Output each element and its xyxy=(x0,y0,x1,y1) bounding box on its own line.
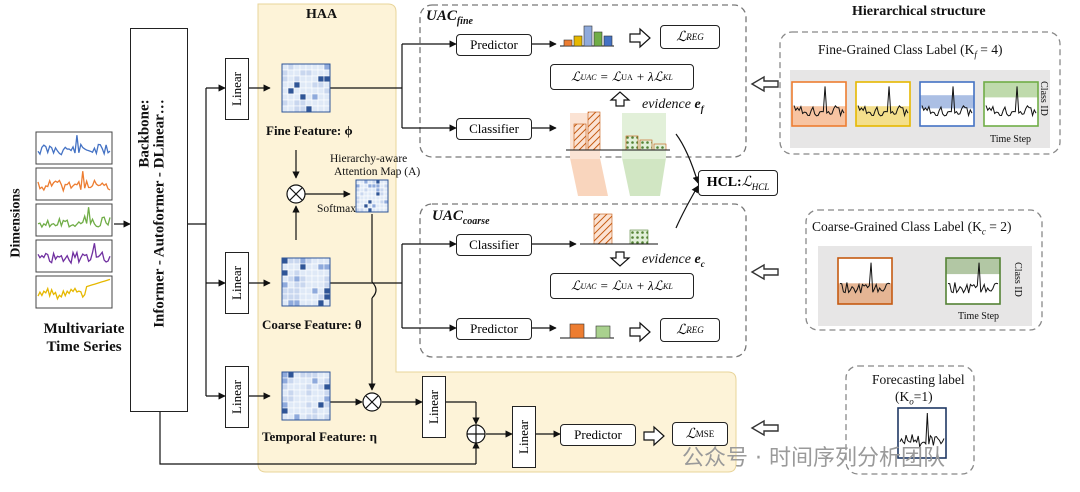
forecast-label-hollow-arrow xyxy=(750,419,779,437)
fine-to-hcl-arrow xyxy=(675,133,700,184)
input-series-3 xyxy=(35,203,113,237)
coarse-evidence-bar-1 xyxy=(593,213,613,245)
fine-predictor-bar-1 xyxy=(563,39,573,47)
mse-hollow-arrow xyxy=(643,425,665,447)
coarse-predictor-bar-1 xyxy=(569,323,585,339)
coarse-feature-label: Coarse Feature: θ xyxy=(262,317,362,332)
forecast-label-title: Forecasting label xyxy=(872,372,965,387)
coarse-feature-matrix xyxy=(281,257,331,307)
fine-evidence-bar-4 xyxy=(639,139,653,151)
coarse-thumb-2 xyxy=(945,257,1001,305)
input-series-2 xyxy=(35,167,113,201)
hcl-box: HCL: ℒHCL xyxy=(698,170,778,196)
linear-attention: Linear xyxy=(422,376,446,438)
hierarchy-heading: Hierarchical structure xyxy=(852,4,986,19)
uac-coarse-evidence: evidence ec xyxy=(642,252,705,269)
fine-feature-label: Fine Feature: ϕ xyxy=(266,123,353,138)
coarse-time-step-label: Time Step xyxy=(958,311,1000,322)
uac-coarse-predictor: Predictor xyxy=(456,318,532,340)
fine-evidence-bar-3 xyxy=(625,135,639,151)
temporal-feature-label: Temporal Feature: η xyxy=(262,429,377,444)
fine-evidence-hollow-arrow xyxy=(609,91,631,107)
input-series-1 xyxy=(35,131,113,165)
otimes-temporal-op xyxy=(362,392,382,412)
fine-evidence-bar-5 xyxy=(653,143,667,151)
fine-evidence-bar-1 xyxy=(573,123,587,151)
coarse-evidence-hollow-arrow xyxy=(609,251,631,267)
uac-fine-predictor: Predictor xyxy=(456,34,532,56)
fine-label-hollow-arrow xyxy=(750,75,779,93)
input-title-line2: Time Series xyxy=(46,339,122,355)
haa-title: HAA xyxy=(306,7,338,22)
linear-coarse: Linear xyxy=(225,252,249,314)
forecast-label-k: (Ko=1) xyxy=(895,389,933,407)
otimes-attention-op xyxy=(286,184,306,204)
coarse-to-hcl-arrow xyxy=(675,185,699,229)
coarse-reg-hollow-arrow xyxy=(629,321,651,343)
haa-region xyxy=(257,3,737,473)
fine-thumb-3 xyxy=(919,81,975,127)
linear-fine: Linear xyxy=(225,58,249,120)
dimensions-label: Dimensions xyxy=(8,188,24,258)
coarse-predictor-bar-2 xyxy=(595,325,611,339)
fine-label-title: Fine-Grained Class Label (Kf = 4) xyxy=(818,42,1003,60)
coarse-evidence-bar-2 xyxy=(629,229,649,245)
coarse-label-title: Coarse-Grained Class Label (Kc = 2) xyxy=(812,219,1012,237)
residual-line xyxy=(159,412,476,465)
fine-predictor-bar-5 xyxy=(603,35,613,47)
coarse-label-hollow-arrow xyxy=(750,263,779,281)
fine-predictor-bar-2 xyxy=(573,35,583,47)
uac-coarse-classifier: Classifier xyxy=(456,234,532,256)
coarse-thumb-1 xyxy=(837,257,893,305)
final-predictor: Predictor xyxy=(560,424,636,446)
attention-map-matrix xyxy=(355,179,389,213)
fine-evidence-shadow-green xyxy=(622,158,666,196)
fine-thumb-4 xyxy=(983,81,1039,127)
backbone-box: Backbone: Informer - Autoformer - DLinea… xyxy=(130,28,188,412)
fine-reg-hollow-arrow xyxy=(629,27,651,49)
softmax-label: Softmax xyxy=(317,203,356,215)
attention-map-label-1: Hierarchy-aware xyxy=(330,153,408,165)
input-title-line1: Multivariate xyxy=(43,321,125,337)
fine-evidence-shadow-orange xyxy=(570,158,608,196)
uac-fine-classifier: Classifier xyxy=(456,118,532,140)
fine-predictor-bar-4 xyxy=(593,31,603,47)
crossing-arc xyxy=(371,281,377,299)
backbone-models: Informer - Autoformer - DLinear… xyxy=(151,99,168,328)
watermark-text: 公众号 · 时间序列分析团队 xyxy=(682,446,945,471)
forecast-thumb xyxy=(897,407,947,459)
attention-map-label-2: Attention Map (A) xyxy=(334,166,421,178)
coarse-class-id-label: Class ID xyxy=(1011,262,1023,297)
uac-fine-title: UACfine xyxy=(426,8,473,27)
fine-thumb-1 xyxy=(791,81,847,127)
linear-temporal: Linear xyxy=(225,366,249,428)
oplus-residual-op xyxy=(466,424,486,444)
fine-thumb-2 xyxy=(855,81,911,127)
uac-coarse-title: UACcoarse xyxy=(432,208,490,227)
uac-fine-evidence: evidence ef xyxy=(642,97,704,114)
linear-fusion: Linear xyxy=(512,406,536,468)
fine-evidence-bar-2 xyxy=(587,111,601,151)
fine-predictor-bar-3 xyxy=(583,25,593,47)
fine-class-id-label: Class ID xyxy=(1037,81,1049,116)
fine-time-step-label: Time Step xyxy=(990,134,1032,145)
fine-feature-matrix xyxy=(281,63,331,113)
input-series-5 xyxy=(35,275,113,309)
temporal-feature-matrix xyxy=(281,371,331,421)
input-series-4 xyxy=(35,239,113,273)
